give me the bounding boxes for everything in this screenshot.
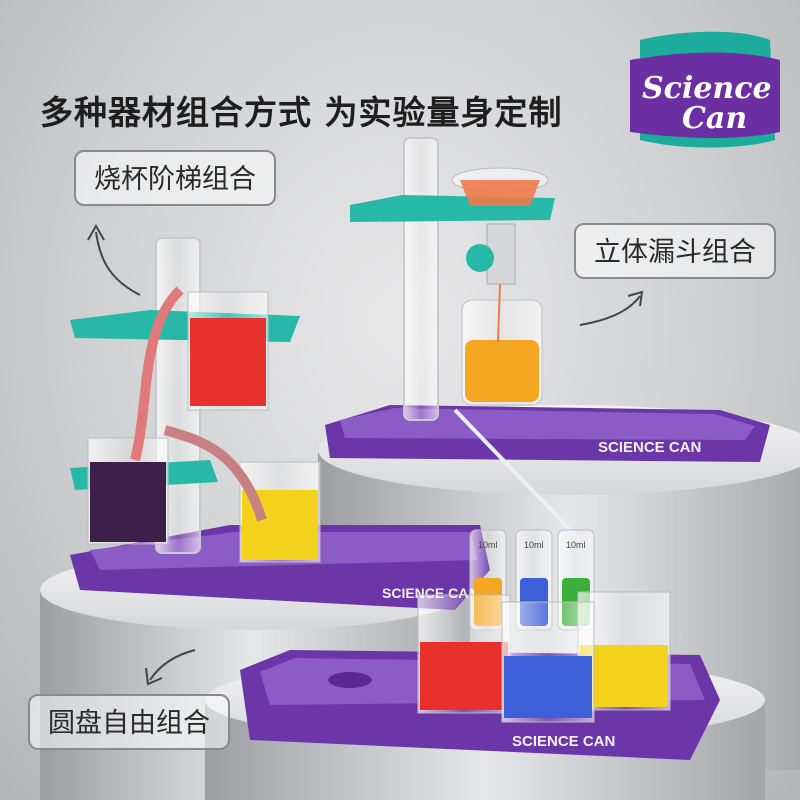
callout-funnel-3d: 立体漏斗组合 (574, 223, 776, 279)
logo-line2: Can (682, 101, 747, 136)
tray-label-back: SCIENCE CAN (598, 439, 701, 456)
headline: 多种器材组合方式 为实验量身定制 (40, 93, 563, 132)
logo-line1: Science (642, 71, 772, 106)
brand-logo: Science Can (630, 31, 780, 148)
arrow-funnel (579, 295, 641, 326)
tube-label-2: 10ml (524, 540, 544, 550)
tube-label-3: 10ml (566, 540, 586, 550)
tube-label-1: 10ml (478, 540, 498, 550)
callout-beaker-ladder: 烧杯阶梯组合 (74, 150, 276, 206)
tray-label-front: SCIENCE CAN (512, 733, 615, 750)
callout-tray-free: 圆盘自由组合 (28, 694, 230, 750)
beaker-ladder-stand (70, 237, 321, 563)
funnel-stand (350, 137, 582, 542)
front-beakers (417, 591, 671, 723)
arrow-beaker (95, 231, 141, 296)
tray-back-right: SCIENCE CAN (325, 405, 770, 462)
arrow-tray (149, 649, 196, 681)
